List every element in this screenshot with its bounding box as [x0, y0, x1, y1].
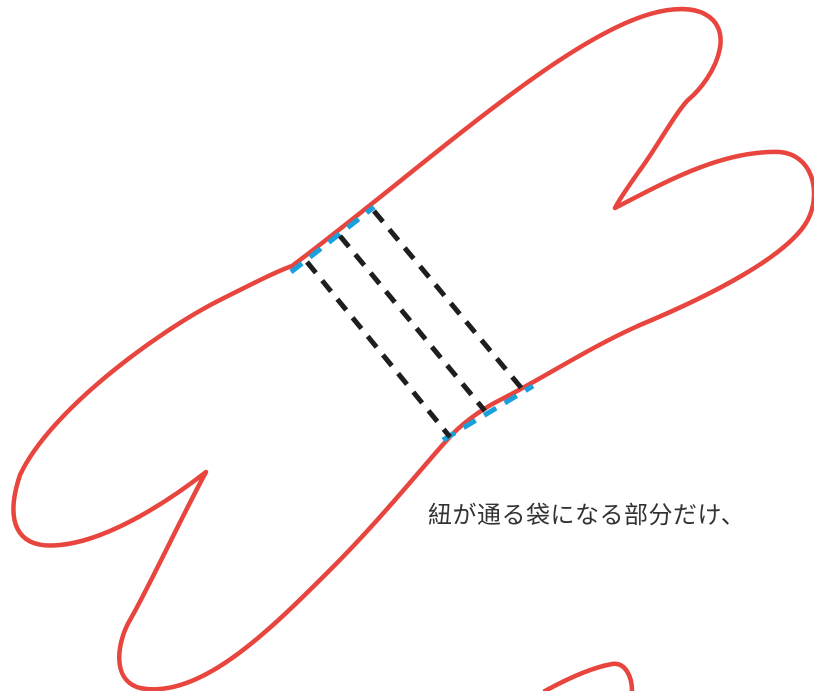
stitch-line-1: [305, 260, 452, 439]
next-piece-outline: [542, 661, 635, 691]
fabric-outline: [11, 7, 814, 691]
caption-text: 紐が通る袋になる部分だけ、: [428, 501, 746, 529]
casing-top-edge: [289, 205, 376, 274]
casing-bottom-edge: [441, 383, 535, 443]
stitch-line-2: [338, 234, 487, 413]
stitch-line-3: [372, 209, 525, 392]
